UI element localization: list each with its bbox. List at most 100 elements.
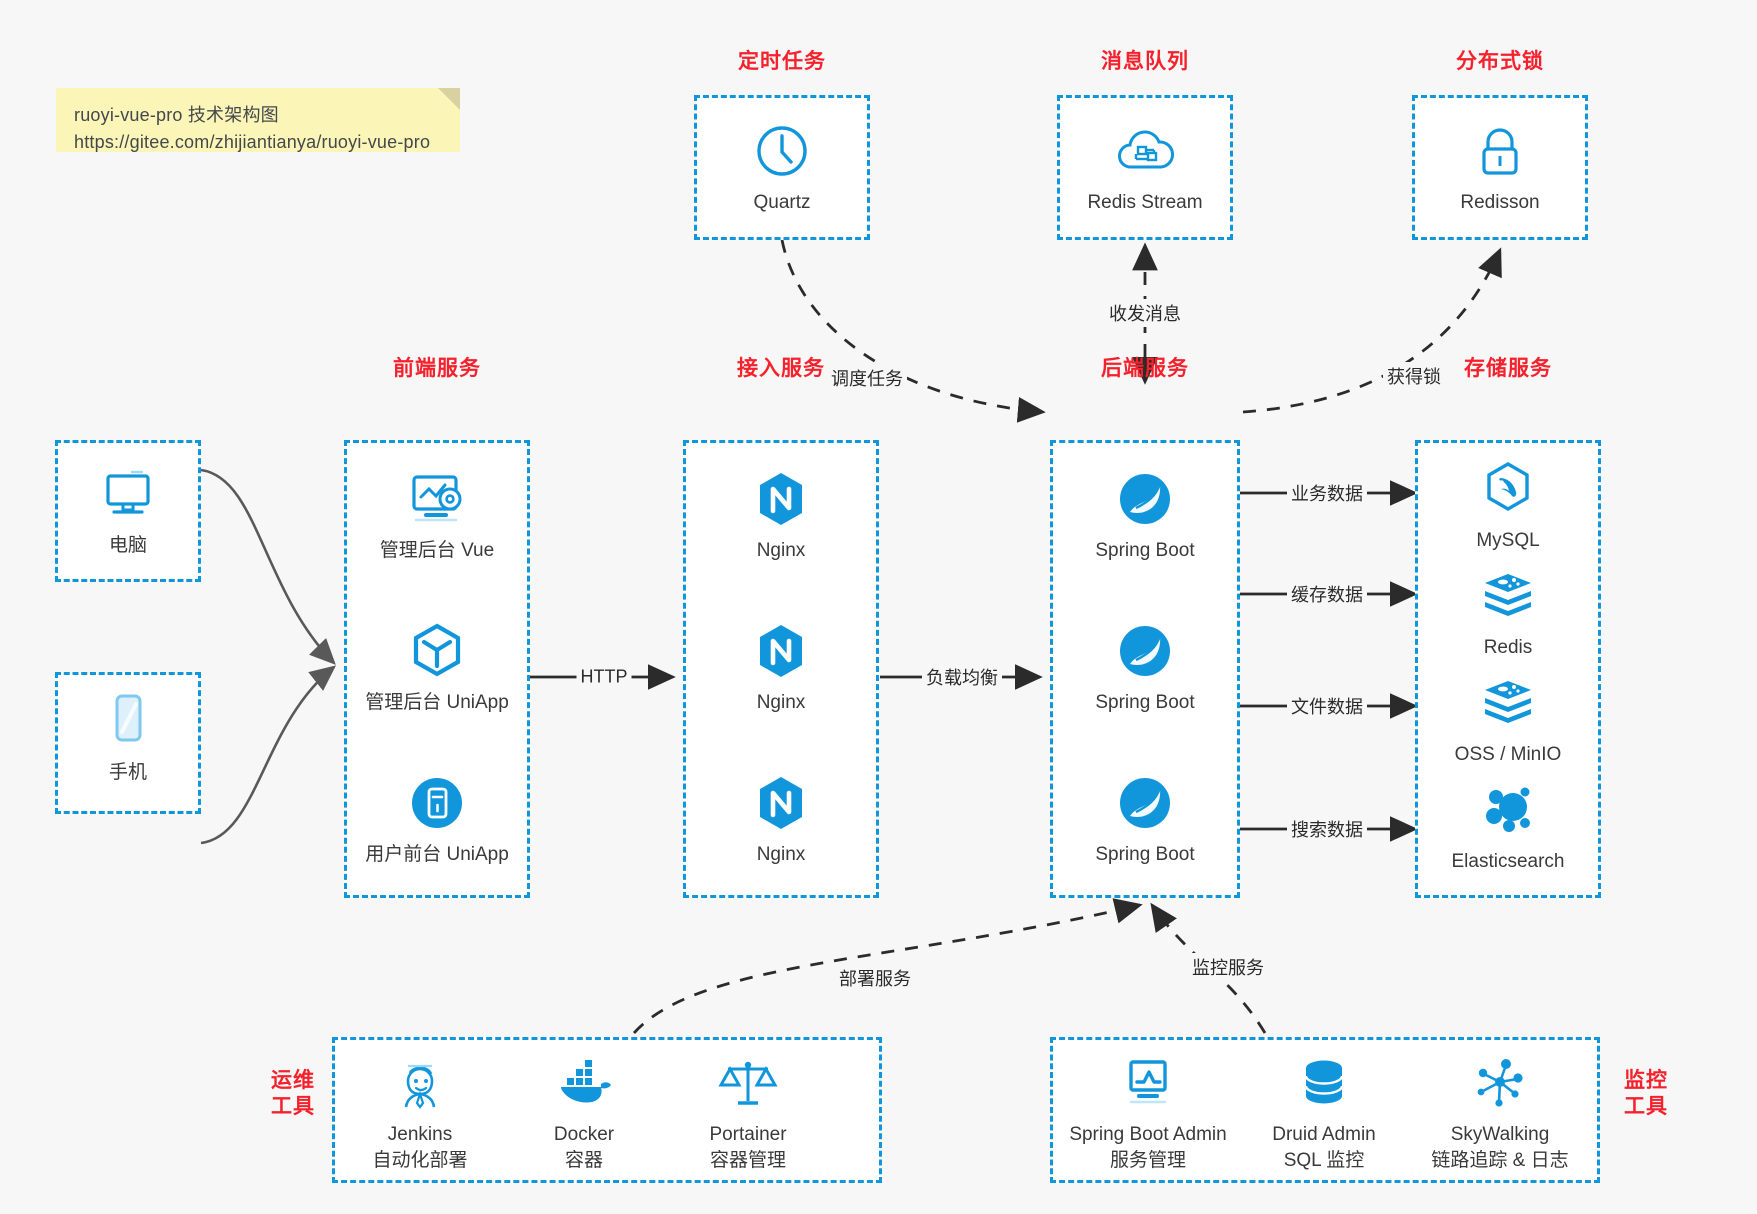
edge-label-search-data: 搜索数据 <box>1287 815 1367 843</box>
jenkins-butler-icon <box>392 1052 448 1114</box>
node-docker[interactable]: Docker 容器 <box>504 1052 664 1173</box>
elasticsearch-icon <box>1479 779 1537 841</box>
smartphone-icon <box>105 690 151 752</box>
caption-frontend-service: 前端服务 <box>393 357 481 380</box>
node-label: Jenkins <box>387 1124 453 1145</box>
caption-ops-tools-line2: 工具 <box>271 1095 315 1119</box>
caption-backend-service: 后端服务 <box>1101 357 1189 380</box>
node-label: Redis <box>1483 637 1533 658</box>
desktop-monitor-icon <box>100 463 156 525</box>
node-redis-stream[interactable]: Redis Stream <box>1065 120 1225 216</box>
group-client-pc <box>55 440 201 582</box>
caption-storage-service: 存储服务 <box>1464 357 1552 380</box>
node-label: Elasticsearch <box>1451 851 1565 872</box>
note-title: ruoyi-vue-pro 技术架构图 <box>74 105 279 125</box>
group-distributed-lock <box>1412 95 1588 240</box>
node-pc[interactable]: 电脑 <box>48 463 208 559</box>
node-mysql[interactable]: MySQL <box>1428 458 1588 554</box>
edge-label-send-receive: 收发消息 <box>1105 299 1185 327</box>
node-oss-minio[interactable]: OSS / MinIO <box>1428 672 1588 768</box>
caption-monitor-tools-line1: 监控 <box>1624 1069 1668 1092</box>
node-label: Nginx <box>756 540 806 561</box>
node-admin-uniapp[interactable]: 管理后台 UniApp <box>357 620 517 716</box>
node-nginx-3[interactable]: Nginx <box>701 772 861 868</box>
caption-ops-tools-line1: 运维 <box>271 1069 315 1092</box>
mysql-dolphin-icon <box>1480 458 1536 520</box>
node-skywalking[interactable]: SkyWalking 链路追踪 & 日志 <box>1420 1052 1580 1173</box>
node-nginx-1[interactable]: Nginx <box>701 468 861 564</box>
caption-message-queue: 消息队列 <box>1101 50 1189 73</box>
edge-label-business-data: 业务数据 <box>1287 479 1367 507</box>
node-spring-boot-2[interactable]: Spring Boot <box>1065 620 1225 716</box>
node-label: Quartz <box>753 192 811 213</box>
edge-label-http: HTTP <box>576 665 632 689</box>
node-redis[interactable]: Redis <box>1428 565 1588 661</box>
edge-label-acquire-lock: 获得锁 <box>1383 362 1445 390</box>
lock-icon <box>1474 120 1526 182</box>
node-label: Spring Boot <box>1095 540 1195 561</box>
edge-label-cache-data: 缓存数据 <box>1287 580 1367 608</box>
node-sublabel: 容器管理 <box>709 1149 786 1171</box>
edge-label-file-data: 文件数据 <box>1287 692 1367 720</box>
caption-distributed-lock: 分布式锁 <box>1456 50 1544 73</box>
node-admin-vue[interactable]: 管理后台 Vue <box>357 468 517 564</box>
node-spring-boot-3[interactable]: Spring Boot <box>1065 772 1225 868</box>
edge-label-schedule-task: 调度任务 <box>827 364 907 392</box>
node-sublabel: 链路追踪 & 日志 <box>1431 1149 1569 1171</box>
node-label: Spring Boot <box>1095 692 1195 713</box>
node-label: SkyWalking <box>1450 1124 1550 1145</box>
caption-access-service: 接入服务 <box>737 357 825 380</box>
edge-label-monitor-service: 监控服务 <box>1188 953 1268 981</box>
node-label: 电脑 <box>108 535 147 556</box>
redis-stack-icon <box>1479 565 1537 627</box>
node-redisson[interactable]: Redisson <box>1420 120 1580 216</box>
node-label: Redis Stream <box>1087 192 1203 213</box>
node-label: Spring Boot <box>1095 844 1195 865</box>
note-folded-corner <box>438 88 460 110</box>
node-label: Redisson <box>1460 192 1540 213</box>
monitor-chart-icon <box>1119 1052 1177 1114</box>
edge-label-load-balance: 负载均衡 <box>922 663 1002 691</box>
group-scheduled-task <box>694 95 870 240</box>
node-portainer[interactable]: Portainer 容器管理 <box>668 1052 828 1173</box>
node-label: 管理后台 UniApp <box>365 692 509 713</box>
node-user-uniapp[interactable]: 用户前台 UniApp <box>357 772 517 868</box>
caption-monitor-tools: 监控 工具 <box>1611 1068 1681 1121</box>
docker-whale-icon <box>553 1052 615 1114</box>
group-ops-tools <box>332 1037 882 1183</box>
mobile-app-icon <box>408 772 466 834</box>
node-spring-boot-admin[interactable]: Spring Boot Admin 服务管理 <box>1068 1052 1228 1173</box>
node-spring-boot-1[interactable]: Spring Boot <box>1065 468 1225 564</box>
node-sublabel: 容器 <box>564 1149 603 1171</box>
architecture-note: ruoyi-vue-pro 技术架构图 https://gitee.com/zh… <box>56 88 460 152</box>
spring-boot-icon <box>1116 468 1174 530</box>
caption-scheduled-task: 定时任务 <box>738 50 826 73</box>
node-nginx-2[interactable]: Nginx <box>701 620 861 716</box>
node-label: 手机 <box>108 762 147 783</box>
node-sublabel: 自动化部署 <box>372 1149 468 1171</box>
object-storage-icon <box>1479 672 1537 734</box>
node-sublabel: 服务管理 <box>1109 1149 1186 1171</box>
node-sublabel: SQL 监控 <box>1283 1149 1365 1171</box>
node-jenkins[interactable]: Jenkins 自动化部署 <box>340 1052 500 1173</box>
edge-label-deploy-service: 部署服务 <box>835 964 915 992</box>
nginx-icon <box>754 620 808 682</box>
nginx-icon <box>754 468 808 530</box>
node-druid-admin[interactable]: Druid Admin SQL 监控 <box>1244 1052 1404 1173</box>
node-mobile[interactable]: 手机 <box>48 690 208 786</box>
hexagon-cube-icon <box>408 620 466 682</box>
caption-monitor-tools-line2: 工具 <box>1624 1095 1668 1119</box>
node-quartz[interactable]: Quartz <box>702 120 862 216</box>
cloud-stream-icon <box>1114 120 1176 182</box>
database-icon <box>1297 1052 1351 1114</box>
node-label: Portainer <box>709 1124 787 1145</box>
spring-boot-icon <box>1116 772 1174 834</box>
caption-ops-tools: 运维 工具 <box>258 1068 328 1121</box>
node-label: Druid Admin <box>1272 1124 1376 1145</box>
node-label: Docker <box>553 1124 615 1145</box>
skywalking-node-icon <box>1472 1052 1528 1114</box>
scales-icon <box>718 1052 778 1114</box>
node-label: 管理后台 Vue <box>379 540 495 561</box>
node-elasticsearch[interactable]: Elasticsearch <box>1428 779 1588 875</box>
spring-boot-icon <box>1116 620 1174 682</box>
